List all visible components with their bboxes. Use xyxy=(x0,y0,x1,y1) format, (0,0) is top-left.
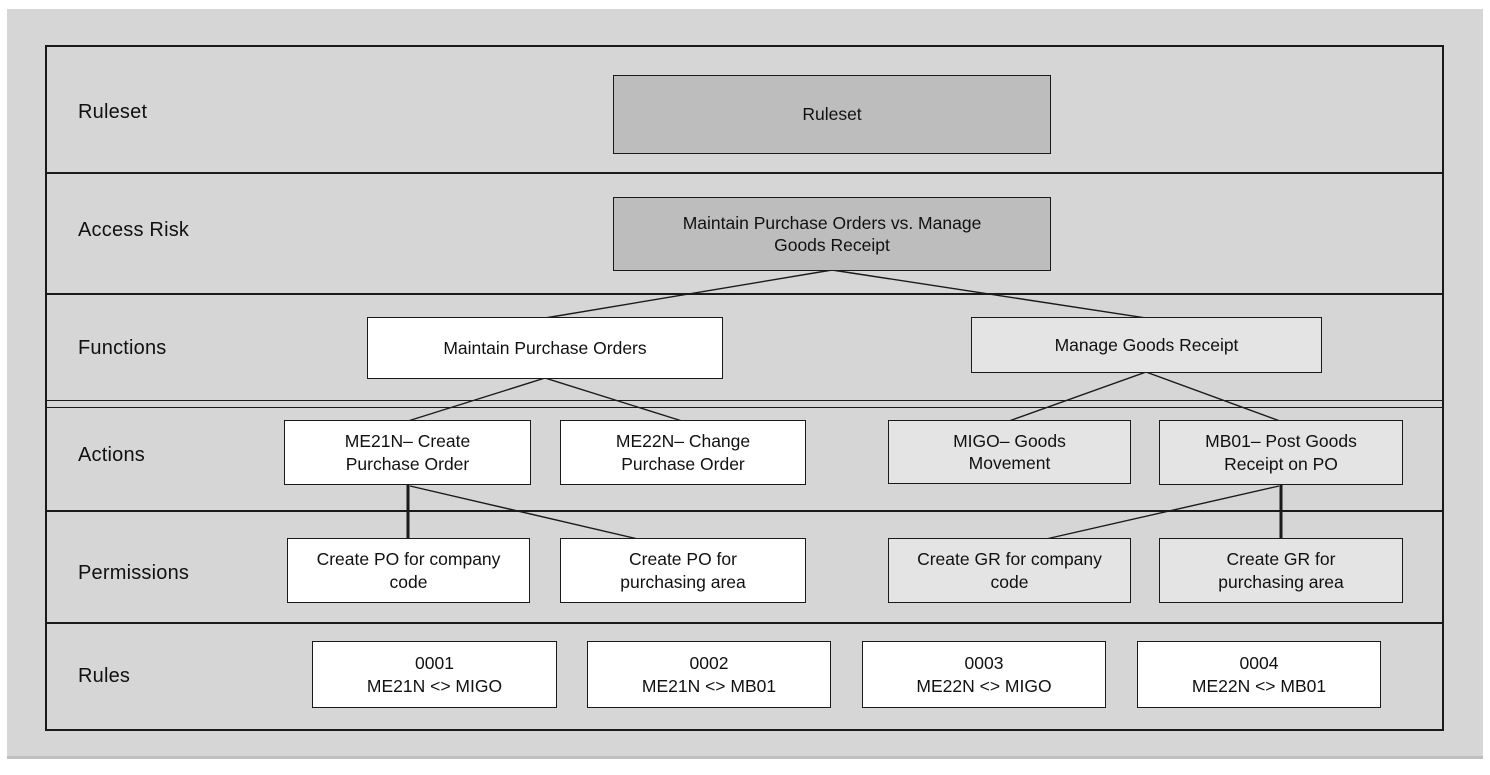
row-divider xyxy=(46,407,1443,408)
node-rule-0004: 0004 ME22N <> MB01 xyxy=(1137,641,1381,708)
row-divider xyxy=(46,400,1443,401)
row-label-actions: Actions xyxy=(78,444,145,466)
node-action-mb01: MB01– Post Goods Receipt on PO xyxy=(1159,420,1403,485)
row-divider xyxy=(46,622,1443,624)
row-divider xyxy=(46,293,1443,295)
node-action-me22n: ME22N– Change Purchase Order xyxy=(560,420,806,485)
row-label-permissions: Permissions xyxy=(78,562,190,584)
node-permission-gr-company-code: Create GR for company code xyxy=(888,538,1131,603)
rule-id: 0001 xyxy=(415,653,454,674)
rule-id: 0003 xyxy=(964,653,1004,674)
node-permission-po-purchasing-area: Create PO for purchasing area xyxy=(560,538,806,603)
diagram-frame xyxy=(45,45,1444,731)
node-ruleset: Ruleset xyxy=(613,75,1051,154)
node-rule-0003: 0003 ME22N <> MIGO xyxy=(862,641,1106,708)
row-label-rules: Rules xyxy=(78,665,131,687)
rule-comparison: ME21N <> MB01 xyxy=(641,675,777,696)
row-divider xyxy=(46,172,1443,174)
node-permission-gr-purchasing-area: Create GR for purchasing area xyxy=(1159,538,1403,603)
node-rule-0001: 0001 ME21N <> MIGO xyxy=(312,641,557,708)
node-action-me21n: ME21N– Create Purchase Order xyxy=(284,420,531,485)
rule-id: 0004 xyxy=(1239,653,1279,674)
row-label-access-risk: Access Risk xyxy=(78,219,190,241)
rule-comparison: ME22N <> MB01 xyxy=(1191,675,1327,696)
node-rule-0002: 0002 ME21N <> MB01 xyxy=(587,641,831,708)
node-access-risk: Maintain Purchase Orders vs. Manage Good… xyxy=(613,197,1051,271)
rule-comparison: ME21N <> MIGO xyxy=(366,675,503,696)
node-permission-po-company-code: Create PO for company code xyxy=(287,538,530,603)
row-divider xyxy=(46,510,1443,512)
row-label-ruleset: Ruleset xyxy=(78,101,148,123)
node-function-maintain-purchase-orders: Maintain Purchase Orders xyxy=(367,317,723,379)
node-function-manage-goods-receipt: Manage Goods Receipt xyxy=(971,317,1322,373)
rule-comparison: ME22N <> MIGO xyxy=(916,675,1052,696)
node-action-migo: MIGO– Goods Movement xyxy=(888,420,1131,484)
rule-id: 0002 xyxy=(689,653,729,674)
row-label-functions: Functions xyxy=(78,337,167,359)
